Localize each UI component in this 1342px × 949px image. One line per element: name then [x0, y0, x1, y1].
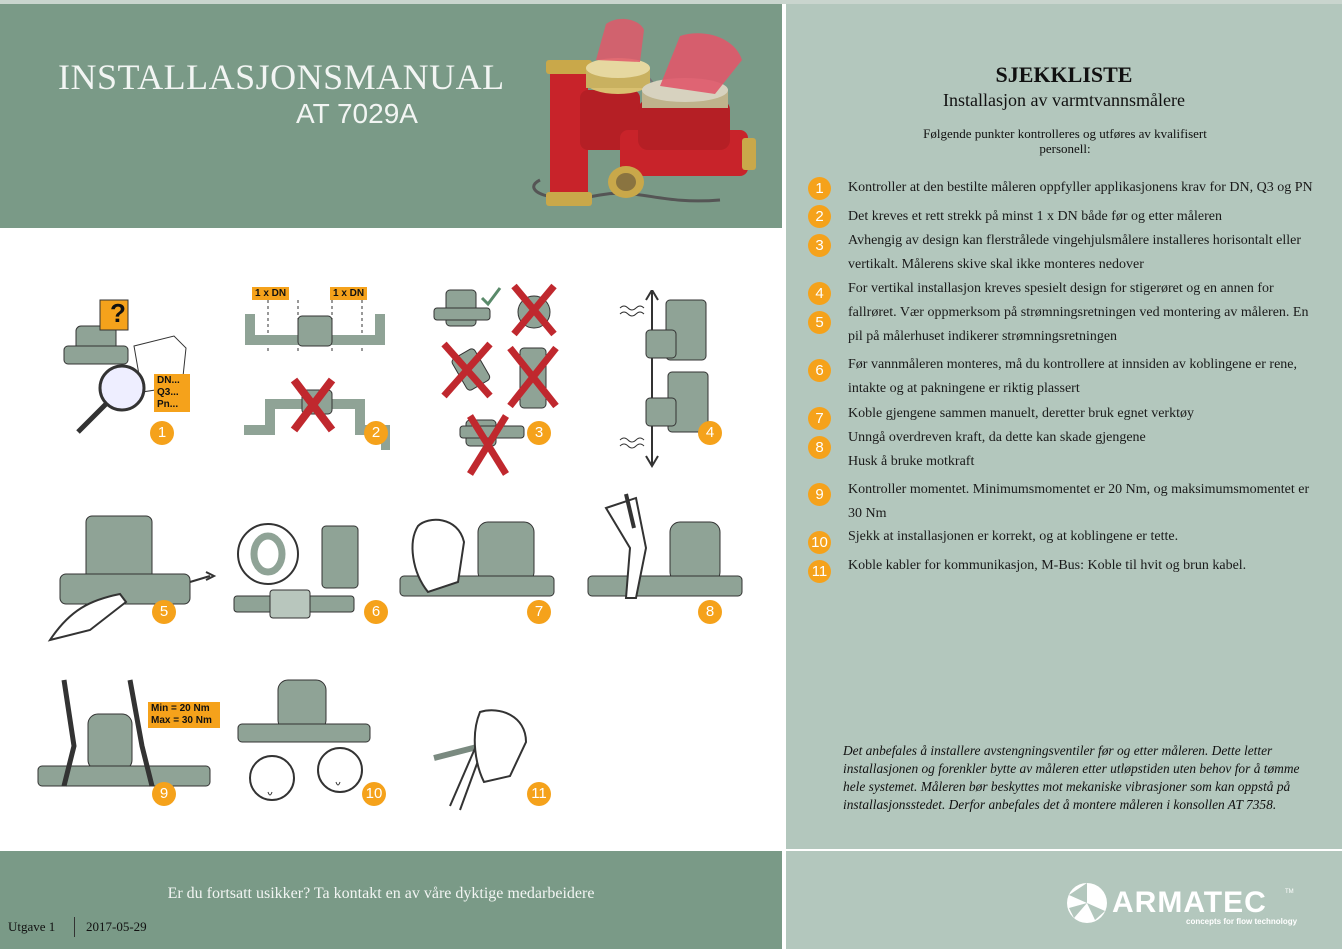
- step-badge-2: 2: [364, 421, 388, 445]
- checklist-item-7: Koble gjengene sammen manuelt, deretter …: [848, 406, 1194, 421]
- illustration-step-4: [619, 290, 709, 468]
- checklist-num-5: 5: [808, 311, 831, 334]
- illustration-step-8: [587, 493, 743, 599]
- footer-banner: [0, 851, 782, 949]
- illustration-step-11: [433, 709, 528, 811]
- footer-brand-area: [786, 851, 1342, 949]
- checklist-num-3: 3: [808, 234, 831, 257]
- dn-label-left: 1 x DN: [252, 287, 290, 300]
- step-badge-8: 8: [698, 600, 722, 624]
- release-date: 2017-05-29: [86, 919, 147, 934]
- spec-label-pn: Pn...: [157, 399, 179, 410]
- brand-name: ARMATEC: [1112, 886, 1267, 919]
- checklist-item-3: Avhengig av design kan flerstrålede ving…: [848, 233, 1302, 272]
- spec-label-dn: DN...: [157, 375, 180, 386]
- step-badge-3: 3: [527, 421, 551, 445]
- step-badge-4: 4: [698, 421, 722, 445]
- step-badge-7: 7: [527, 600, 551, 624]
- contact-text: Er du fortsatt usikker? Ta kontakt en av…: [167, 885, 595, 902]
- version-separator: [74, 917, 75, 937]
- checklist-item-10: Sjekk at installasjonen er korrekt, og a…: [848, 529, 1179, 544]
- checklist-num-7: 7: [808, 407, 831, 430]
- checklist-intro: Følgende punkter kontrolleres og utføres…: [923, 126, 1207, 156]
- step-badge-1: 1: [150, 421, 174, 445]
- product-image: [532, 18, 756, 206]
- checklist-num-10: 10: [808, 531, 831, 554]
- torque-label: Min = 20 Nm Max = 30 Nm: [148, 702, 220, 728]
- checklist-item-1: Kontroller at den bestilte måleren oppfy…: [848, 180, 1313, 195]
- top-border: [0, 0, 1342, 4]
- checklist-item-8: Unngå overdreven kraft, da dette kan ska…: [848, 430, 1146, 445]
- step-badge-5: 5: [152, 600, 176, 624]
- checklist-item-2: Det kreves et rett strekk på minst 1 x D…: [848, 209, 1222, 224]
- checklist-num-9: 9: [808, 483, 831, 506]
- torque-max: Max = 30 Nm: [151, 715, 212, 726]
- step-badge-10: 10: [362, 782, 386, 806]
- illustration-step-2: [244, 300, 390, 450]
- illustration-step-3: [433, 283, 559, 476]
- brand-tagline: concepts for flow technology: [1186, 917, 1298, 926]
- step-badge-9: 9: [152, 782, 176, 806]
- checklist-title: SJEKKLISTE: [995, 62, 1133, 87]
- checklist-num-1: 1: [808, 177, 831, 200]
- step-badge-11: 11: [527, 782, 551, 806]
- checklist-num-8: 8: [808, 436, 831, 459]
- checklist-subtitle: Installasjon av varmtvannsmålere: [943, 90, 1185, 110]
- illustration-step-5: [47, 515, 217, 642]
- checklist-item-9: Kontroller momentet. Minimumsmomentet er…: [848, 482, 1310, 521]
- torque-min: Min = 20 Nm: [151, 703, 210, 714]
- spec-label-box: DN... Q3... Pn...: [154, 374, 190, 412]
- model-number: AT 7029A: [296, 98, 418, 129]
- checklist-item-4: For vertikal installasjon kreves spesiel…: [848, 281, 1274, 296]
- checklist-num-11: 11: [808, 560, 831, 583]
- step-badge-6: 6: [364, 600, 388, 624]
- checklist-item-11: Koble kabler for kommunikasjon, M-Bus: K…: [848, 558, 1247, 573]
- checklist-num-2: 2: [808, 205, 831, 228]
- checklist-item-5: fallrøret. Vær oppmerksom på strømningsr…: [848, 305, 1309, 344]
- armatec-logo-icon: [1067, 883, 1107, 923]
- page-title: INSTALLASJONSMANUAL: [58, 57, 505, 97]
- illustration-step-7: [399, 518, 555, 597]
- checklist-item-6: Før vannmåleren monteres, må du kontroll…: [848, 357, 1298, 396]
- dn-label-right: 1 x DN: [330, 287, 368, 300]
- checklist-panel: [786, 4, 1342, 849]
- spec-label-q3: Q3...: [157, 387, 179, 398]
- checklist-num-6: 6: [808, 359, 831, 382]
- question-mark: ?: [110, 298, 126, 328]
- recommendation-note: Det anbefales å installere avstengningsv…: [843, 743, 1300, 812]
- version-label: Utgave 1: [8, 919, 56, 934]
- checklist-num-4: 4: [808, 282, 831, 305]
- illustration-step-6: [233, 523, 359, 619]
- checklist-item-8b: Husk å bruke motkraft: [848, 454, 975, 469]
- illustration-step-9: [37, 679, 211, 787]
- illustration-step-10: [237, 679, 371, 801]
- brand-trademark: TM: [1285, 889, 1294, 895]
